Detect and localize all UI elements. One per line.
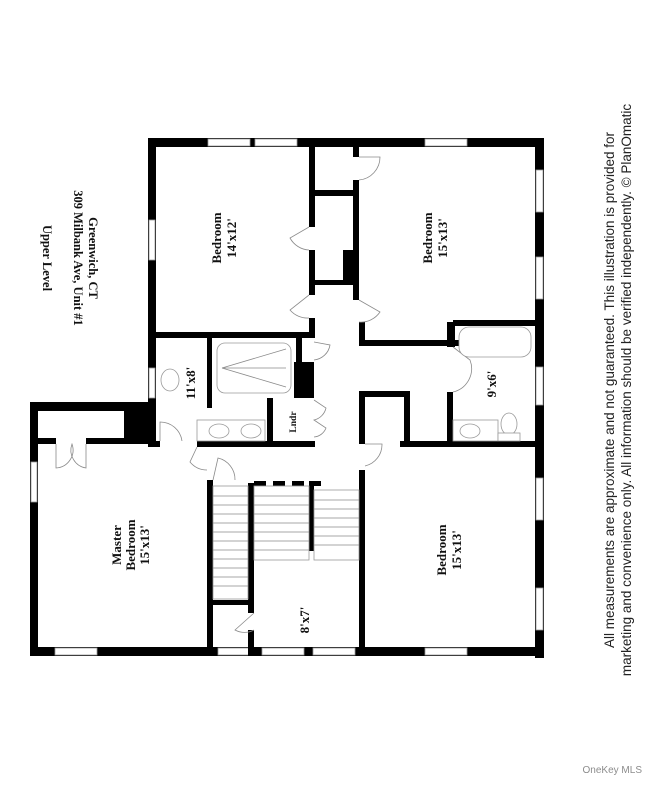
- disclaimer-line-1: All measurements are approximate and not…: [602, 131, 617, 648]
- room-bedroom-15x13-bottom: Bedroom 15'x13': [434, 524, 464, 575]
- plan-title: Upper Level 309 Milbank Ave, Unit #1 Gre…: [40, 190, 100, 326]
- room-labels: Bedroom 14'x12' Bedroom 15'x13' 11'x8' L…: [109, 212, 499, 633]
- doors: [55, 156, 472, 633]
- windows: [30, 138, 544, 656]
- disclaimer-line-2: marketing and convenience only. All info…: [619, 104, 634, 677]
- exterior-walls: [30, 138, 544, 658]
- watermark: OneKey MLS: [582, 765, 642, 776]
- interior-walls: [38, 147, 538, 656]
- room-bedroom-15x13-top: Bedroom 15'x13': [420, 212, 450, 263]
- room-name: Bedroom: [209, 212, 224, 263]
- disclaimer: All measurements are approximate and not…: [602, 104, 634, 677]
- room-master-bedroom: Master Bedroom 15'x13': [109, 519, 152, 570]
- level-title: Upper Level: [40, 225, 54, 292]
- room-landing: 8'x7': [297, 607, 312, 634]
- bath-fixtures: [160, 326, 532, 442]
- room-size: 15'x13': [435, 218, 450, 258]
- room-master-bath: 11'x8': [183, 367, 198, 400]
- room-name-line2: Bedroom: [123, 519, 138, 570]
- room-name: Lndr: [289, 411, 299, 433]
- room-size: 14'x12': [224, 218, 239, 258]
- room-size: 15'x13': [449, 530, 464, 570]
- address-line-2: Greenwich, CT: [86, 217, 100, 299]
- room-laundry: Lndr: [289, 411, 299, 433]
- address-line-1: 309 Milbank Ave, Unit #1: [71, 190, 85, 326]
- room-size: 9'x6': [484, 371, 499, 398]
- room-size: 8'x7': [297, 607, 312, 634]
- room-bedroom-14x12: Bedroom 14'x12': [209, 212, 239, 263]
- room-bath-2: 9'x6': [484, 371, 499, 398]
- room-size: 11'x8': [183, 367, 198, 400]
- stairs: [212, 485, 360, 600]
- room-name-line1: Master: [109, 525, 124, 565]
- room-size: 15'x13': [137, 525, 152, 565]
- room-name: Bedroom: [434, 524, 449, 575]
- room-name: Bedroom: [420, 212, 435, 263]
